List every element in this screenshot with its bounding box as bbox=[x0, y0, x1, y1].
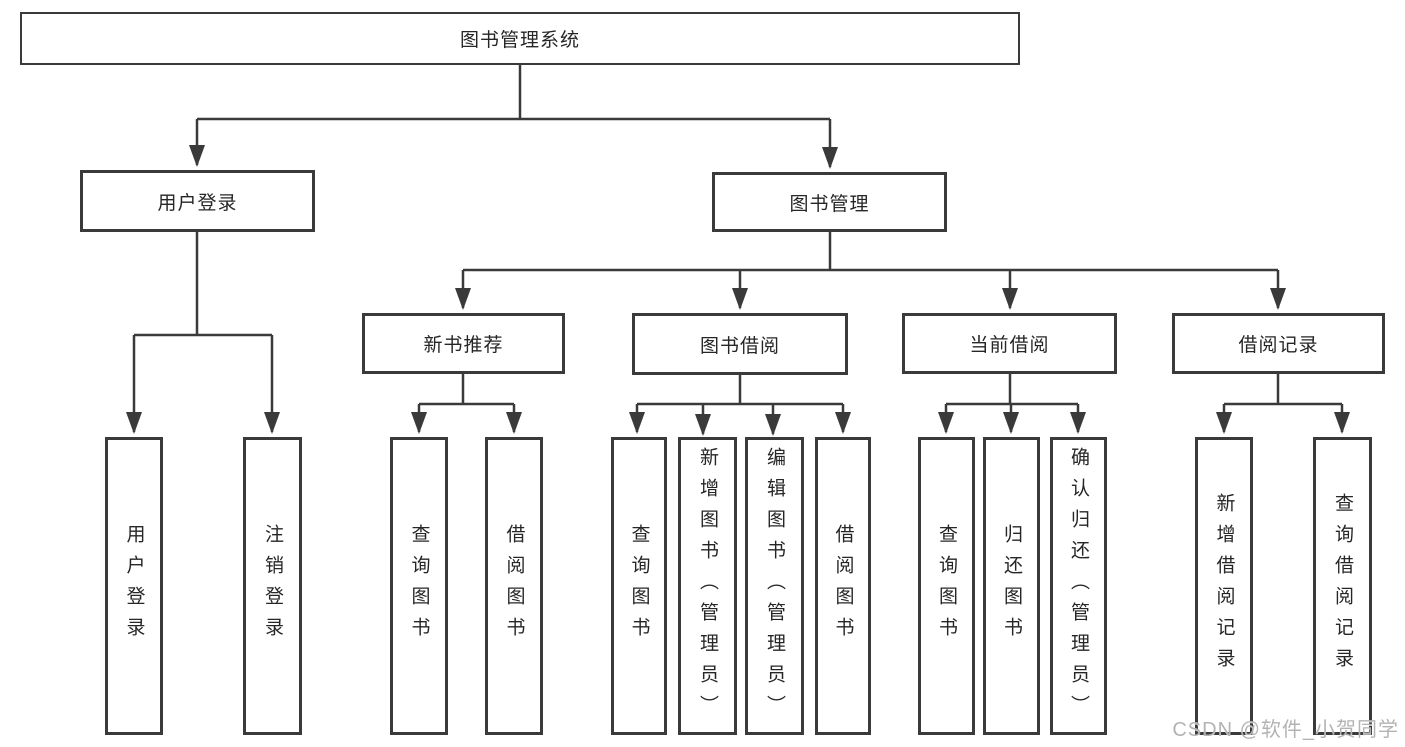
node-label: 用户登录 bbox=[157, 192, 238, 214]
node-label: 归还图书 bbox=[1001, 524, 1022, 648]
node-leaf-query-books-3: 查询图书 bbox=[918, 437, 975, 735]
node-current-borrowing: 当前借阅 bbox=[902, 313, 1117, 374]
node-label: 图书管理 bbox=[789, 193, 870, 215]
node-label: 用户登录 bbox=[123, 524, 145, 648]
node-label: 借阅记录 bbox=[1238, 335, 1319, 356]
node-label: 查询图书 bbox=[936, 524, 957, 648]
node-label: 图书管理系统 bbox=[459, 30, 580, 51]
node-label: 图书借阅 bbox=[699, 335, 780, 357]
node-label: 确认归还（管理员） bbox=[1068, 446, 1089, 726]
node-label: 查询借阅记录 bbox=[1332, 493, 1353, 679]
node-book-borrowing: 图书借阅 bbox=[632, 313, 848, 375]
node-book-management-group: 图书管理 bbox=[712, 172, 947, 232]
node-label: 新书推荐 bbox=[423, 335, 504, 356]
node-label: 新增图书（管理员） bbox=[697, 446, 718, 726]
node-leaf-logout: 注销登录 bbox=[243, 437, 302, 735]
node-leaf-add-borrow-record: 新增借阅记录 bbox=[1195, 437, 1253, 735]
node-leaf-query-books-1: 查询图书 bbox=[390, 437, 448, 735]
node-label: 借阅图书 bbox=[503, 524, 525, 648]
node-label: 新增借阅记录 bbox=[1213, 493, 1235, 679]
node-label: 借阅图书 bbox=[832, 524, 854, 648]
watermark: CSDN @软件_小贺同学 bbox=[1172, 719, 1399, 741]
node-new-book-recommend: 新书推荐 bbox=[362, 313, 565, 374]
node-label: 查询图书 bbox=[408, 524, 430, 648]
node-leaf-confirm-return-admin: 确认归还（管理员） bbox=[1050, 437, 1107, 735]
node-label: 当前借阅 bbox=[969, 335, 1050, 356]
node-leaf-edit-book-admin: 编辑图书（管理员） bbox=[745, 437, 804, 735]
node-root-system: 图书管理系统 bbox=[20, 12, 1020, 65]
node-borrowing-records: 借阅记录 bbox=[1172, 313, 1385, 374]
node-leaf-user-login: 用户登录 bbox=[105, 437, 163, 735]
node-leaf-return-book: 归还图书 bbox=[983, 437, 1040, 735]
node-user-login-group: 用户登录 bbox=[80, 170, 315, 232]
node-label: 查询图书 bbox=[628, 524, 650, 648]
node-label: 编辑图书（管理员） bbox=[764, 446, 785, 726]
node-leaf-add-book-admin: 新增图书（管理员） bbox=[678, 437, 737, 735]
node-label: 注销登录 bbox=[262, 524, 283, 648]
node-leaf-query-borrow-record: 查询借阅记录 bbox=[1313, 437, 1372, 735]
node-leaf-borrow-books-2: 借阅图书 bbox=[815, 437, 871, 735]
node-leaf-query-books-2: 查询图书 bbox=[611, 437, 667, 735]
node-leaf-borrow-books-1: 借阅图书 bbox=[485, 437, 543, 735]
